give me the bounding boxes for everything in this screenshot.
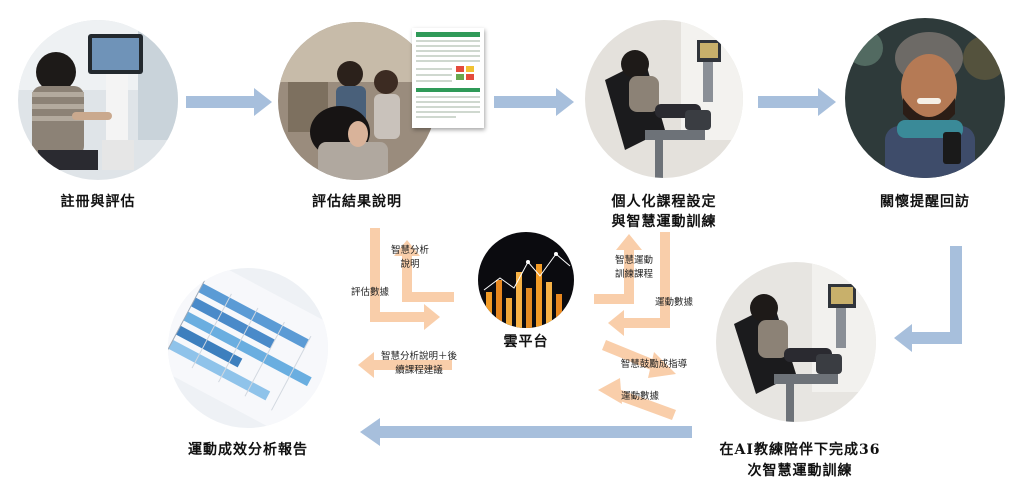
flow-label-smart-course-line2: 訓練課程: [614, 269, 653, 280]
explain-photo: [278, 22, 436, 180]
step-label-register: 註冊與評估: [60, 194, 136, 210]
step-label-complete-line2: 次智慧運動訓練: [747, 463, 853, 479]
step-label-personal-line1: 個人化課程設定: [611, 194, 717, 210]
step-label-explain: 評估結果說明: [312, 194, 402, 210]
arrow-explain-to-personal: [494, 88, 574, 116]
arrow-register-to-explain: [186, 88, 272, 116]
cloud-platform-photo: [478, 232, 574, 328]
step-label-personal-line2: 與智慧運動訓練: [611, 214, 717, 230]
flow-label-smart-analysis-line2: 說明: [400, 259, 420, 270]
step-label-report: 運動成效分析報告: [188, 442, 308, 458]
arrow-cloud-to-report: [358, 352, 452, 378]
flow-label-analysis-suggest-line2: 續課程建議: [395, 365, 443, 376]
arrow-cloud-to-explain: [394, 240, 454, 302]
personal-training-photo: [585, 20, 743, 178]
flow-label-smart-course-line1: 智慧運動: [614, 255, 653, 266]
report-photo: [168, 268, 328, 428]
flow-label-analysis-suggest-line1: 智慧分析說明＋後: [380, 351, 457, 362]
arrow-care-to-complete: [894, 246, 962, 352]
flow-label-smart-encourage: 智慧鼓勵成指導: [620, 359, 688, 370]
arrow-cloud-to-personal: [594, 234, 642, 304]
arrow-personal-to-care: [758, 88, 836, 116]
step-label-cloud: 雲平台: [503, 334, 549, 350]
arrow-personal-to-cloud: [608, 232, 670, 336]
step-label-complete-line1: 在AI教練陪伴下完成36: [719, 442, 881, 458]
arrow-cloud-to-complete: [602, 340, 676, 378]
flow-label-smart-analysis-line1: 智慧分析: [390, 245, 429, 256]
step-label-care: 關懷提醒回訪: [880, 194, 970, 210]
register-photo: [18, 20, 178, 180]
arrow-complete-to-report: [360, 418, 692, 446]
complete-training-photo: [716, 262, 876, 422]
flow-label-exercise-data-2: 運動數據: [620, 391, 659, 402]
arrow-complete-to-cloud: [598, 378, 676, 420]
flow-label-exercise-data-1: 運動數據: [654, 297, 693, 308]
assessment-report-sheet: [412, 28, 484, 128]
arrow-explain-to-cloud: [370, 228, 440, 330]
flow-label-assessment-data: 評估數據: [350, 287, 389, 298]
care-photo: [845, 18, 1005, 178]
